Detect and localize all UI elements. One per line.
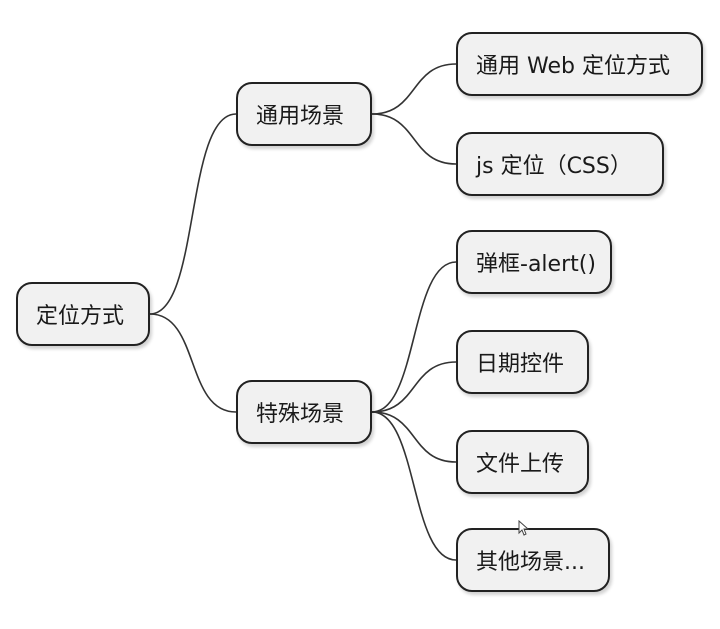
- node-general-scenario[interactable]: 通用场景: [236, 82, 372, 146]
- link-general-to-js: [371, 113, 457, 165]
- node-js-locator[interactable]: js 定位（CSS）: [456, 132, 664, 196]
- node-special-scenario-label: 特殊场景: [256, 402, 345, 427]
- node-date-control-label: 日期控件: [476, 352, 565, 377]
- link-special-to-other: [371, 411, 457, 561]
- node-other-scenarios[interactable]: 其他场景...: [456, 528, 610, 592]
- node-other-scenarios-label: 其他场景...: [476, 550, 585, 575]
- link-root-to-special: [149, 313, 237, 413]
- node-alert-dialog[interactable]: 弹框-alert(): [456, 230, 612, 294]
- link-special-to-upload: [371, 411, 457, 463]
- link-root-to-general: [149, 113, 237, 315]
- node-root-label: 定位方式: [36, 304, 125, 329]
- node-date-control[interactable]: 日期控件: [456, 330, 589, 394]
- node-js-locator-label: js 定位（CSS）: [476, 154, 632, 179]
- node-root[interactable]: 定位方式: [16, 282, 150, 346]
- node-file-upload-label: 文件上传: [476, 452, 565, 477]
- node-special-scenario[interactable]: 特殊场景: [236, 380, 372, 444]
- node-file-upload[interactable]: 文件上传: [456, 430, 589, 494]
- node-web-locator-label: 通用 Web 定位方式: [476, 54, 670, 79]
- link-general-to-web: [371, 63, 457, 115]
- link-special-to-alert: [371, 261, 457, 413]
- mouse-pointer-icon: [518, 520, 530, 536]
- node-web-locator[interactable]: 通用 Web 定位方式: [456, 32, 703, 96]
- node-general-scenario-label: 通用场景: [256, 104, 345, 129]
- link-special-to-date: [371, 361, 457, 413]
- node-alert-dialog-label: 弹框-alert(): [476, 252, 596, 277]
